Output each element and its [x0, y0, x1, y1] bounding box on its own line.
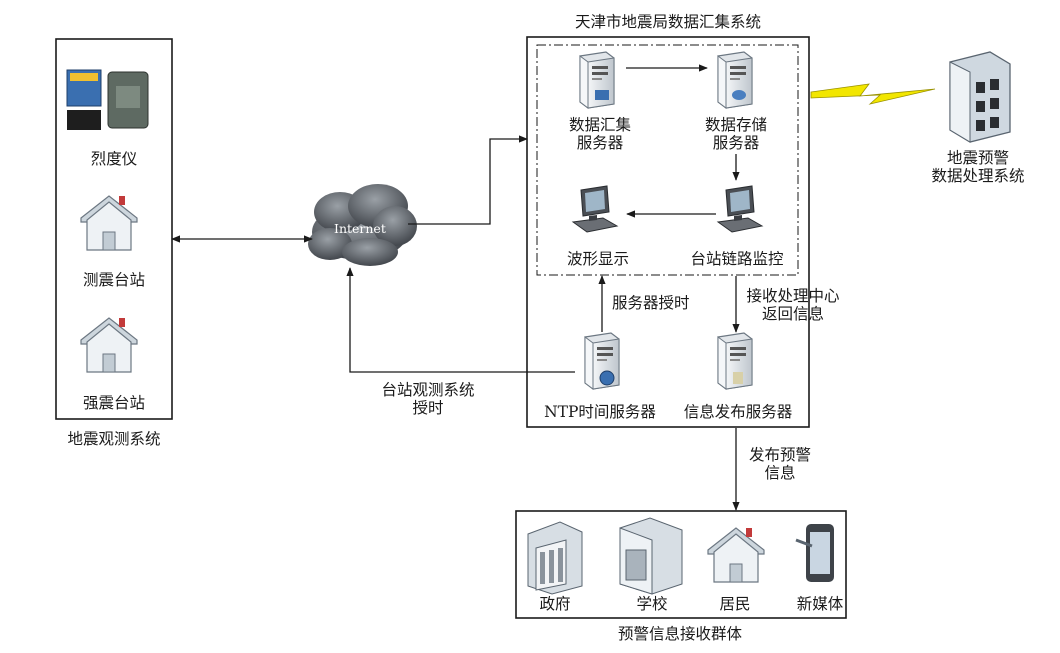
warning-processing-label-line1: 地震预警: [946, 149, 1009, 167]
intensity-meter-label: 烈度仪: [90, 150, 138, 168]
receivers-title: 预警信息接收群体: [617, 625, 742, 643]
core-subsystem-box: [536, 44, 799, 276]
observation-system-box: [55, 38, 173, 420]
residents-house-icon: [707, 527, 765, 583]
link-monitor-pc-icon: [717, 185, 763, 233]
warning-processing-building-icon: [949, 51, 1011, 143]
intensity-meter-icon: [66, 69, 149, 130]
return-info-label-line1: 接收处理中心: [746, 287, 840, 305]
publish-warning-label-line1: 发布预警: [748, 446, 811, 464]
government-label: 政府: [539, 595, 571, 613]
internet-collection-connector: [408, 135, 528, 225]
seismic-station-label: 测震台站: [82, 271, 145, 289]
waveform-display-pc-icon: [572, 185, 618, 233]
school-building-icon: [619, 517, 683, 595]
aggregation-server-icon: [579, 51, 615, 109]
station-timing-label-line1: 台站观测系统: [381, 381, 475, 399]
seismic-station-house-icon: [80, 195, 138, 251]
new-media-phone-icon: [795, 524, 834, 582]
publish-server-icon: [717, 332, 753, 390]
ntp-server-icon: [584, 332, 620, 390]
internet-cloud-icon: [308, 184, 417, 266]
server-timing-label: 服务器授时: [612, 294, 690, 312]
warning-processing-label-line2: 数据处理系统: [931, 167, 1025, 185]
storage-server-label-line2: 服务器: [712, 134, 760, 152]
strong-motion-station-house-icon: [80, 317, 138, 373]
internet-label: Internet: [334, 221, 386, 236]
collection-system-box: [526, 36, 810, 428]
aggregation-server-label-line2: 服务器: [576, 134, 624, 152]
link-monitor-label: 台站链路监控: [690, 250, 784, 268]
waveform-display-label: 波形显示: [566, 250, 629, 268]
collection-system-title: 天津市地震局数据汇集系统: [574, 13, 761, 31]
ntp-server-label: NTP时间服务器: [544, 403, 656, 421]
government-building-icon: [527, 521, 583, 595]
storage-server-label-line1: 数据存储: [704, 116, 767, 134]
return-info-label-line2: 返回信息: [761, 305, 824, 323]
ntp-internet-connector: [346, 267, 575, 373]
publish-server-label: 信息发布服务器: [683, 403, 793, 421]
new-media-label: 新媒体: [796, 595, 844, 613]
aggregation-server-label-line1: 数据汇集: [568, 116, 631, 134]
publish-warning-label-line2: 信息: [764, 464, 796, 482]
wireless-link-lightning-icon: [810, 83, 936, 105]
storage-server-icon: [717, 51, 753, 109]
receivers-box: [515, 510, 847, 619]
residents-label: 居民: [719, 595, 751, 613]
school-label: 学校: [636, 595, 668, 613]
observation-system-title: 地震观测系统: [67, 430, 161, 448]
strong-motion-station-label: 强震台站: [82, 394, 145, 412]
station-timing-label-line2: 授时: [412, 399, 444, 417]
